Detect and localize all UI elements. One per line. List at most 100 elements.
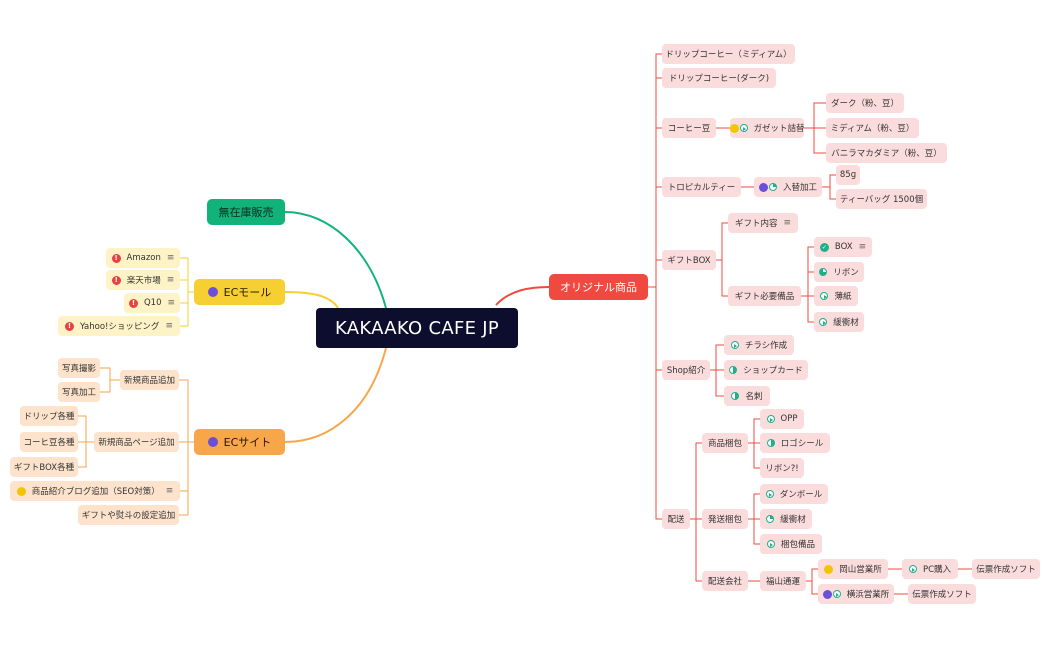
item-label: 緩衝材 xyxy=(833,318,859,328)
item-label: ダンボール xyxy=(779,490,823,500)
gift-box[interactable]: ギフトBOX xyxy=(662,250,716,270)
item-label: ドリップコーヒー(ダーク) xyxy=(668,74,770,84)
ecsite-drip[interactable]: ドリップ各種 xyxy=(20,406,78,426)
topic-label: オリジナル商品 xyxy=(560,281,637,294)
ecsite-photo-edit[interactable]: 写真加工 xyxy=(58,382,100,402)
notes-icon: ≡ xyxy=(166,252,175,263)
gift-supplies[interactable]: ギフト必要備品 xyxy=(728,286,801,306)
item-label: 商品紹介ブログ追加（SEO対策） xyxy=(31,487,160,497)
ecsite-photo-shoot[interactable]: 写真撮影 xyxy=(58,358,100,378)
ecmall-item-rakuten[interactable]: ! 楽天市場 ≡ xyxy=(106,270,180,290)
topic-muzaiko[interactable]: 無在庫販売 xyxy=(207,199,285,225)
ecmall-item-amazon[interactable]: ! Amazon ≡ xyxy=(106,248,180,268)
play-icon xyxy=(765,490,774,498)
ecsite-new-page[interactable]: 新規商品ページ追加 xyxy=(94,432,179,452)
pc-purchase[interactable]: PC購入 xyxy=(902,559,958,579)
item-label: ギフト内容 xyxy=(734,219,778,229)
shipping[interactable]: 配送 xyxy=(662,509,690,529)
shop-intro[interactable]: Shop紹介 xyxy=(662,360,710,380)
play-icon xyxy=(766,415,775,423)
gift-supply-box[interactable]: ✓ BOX ≡ xyxy=(814,237,872,257)
packaging-logo-seal[interactable]: ロゴシール xyxy=(760,433,830,453)
item-label: 岡山営業所 xyxy=(839,565,882,575)
ship-cushion[interactable]: 緩衝材 xyxy=(760,509,812,529)
yokohama-office[interactable]: 横浜営業所 xyxy=(818,584,894,604)
topic-ecsite[interactable]: ECサイト xyxy=(194,429,285,455)
gift-supply-cushion[interactable]: 緩衝材 xyxy=(814,312,864,332)
gift-supply-paper[interactable]: 薄紙 xyxy=(814,286,858,306)
ship-cardboard[interactable]: ダンボール xyxy=(760,484,828,504)
drip-dark[interactable]: ドリップコーヒー(ダーク) xyxy=(662,68,776,88)
gusset-medium[interactable]: ミディアム（粉、豆） xyxy=(826,118,919,138)
refill-85g[interactable]: 85g xyxy=(836,165,860,185)
item-label: ミディアム（粉、豆） xyxy=(830,124,915,134)
purple-dot-icon xyxy=(207,287,218,297)
ecmall-item-q10[interactable]: ! Q10 ≡ xyxy=(124,293,180,313)
item-label: ギフトBOX各種 xyxy=(13,463,75,473)
item-label: ショップカード xyxy=(743,366,803,376)
play-icon xyxy=(819,318,828,326)
item-label: 配送 xyxy=(667,515,685,525)
topic-label: ECモール xyxy=(223,286,272,299)
play-icon xyxy=(730,341,739,349)
notes-icon: ≡ xyxy=(167,297,176,308)
item-label: Q10 xyxy=(143,298,162,308)
item-label: ギフトBOX xyxy=(667,256,711,266)
invoice-software[interactable]: 伝票作成ソフト xyxy=(972,559,1040,579)
item-label: リボン?! xyxy=(765,464,799,474)
topic-original[interactable]: オリジナル商品 xyxy=(549,274,648,300)
invoice-software-2[interactable]: 伝票作成ソフト xyxy=(908,584,976,604)
topic-ecmall[interactable]: ECモール xyxy=(194,279,285,305)
gift-contents[interactable]: ギフト内容 ≡ xyxy=(728,213,798,233)
item-label: ロゴシール xyxy=(780,439,824,449)
ship-packaging[interactable]: 発送梱包 xyxy=(702,509,748,529)
coffee-beans[interactable]: コーヒー豆 xyxy=(662,118,716,138)
packaging-ribbon[interactable]: リボン?! xyxy=(760,458,804,478)
item-label: 横浜営業所 xyxy=(846,590,890,600)
central-topic[interactable]: KAKAAKO CAFE JP xyxy=(316,308,518,348)
product-packaging[interactable]: 商品梱包 xyxy=(702,433,748,453)
notes-icon: ≡ xyxy=(165,485,174,496)
ecsite-gift-setting[interactable]: ギフトや熨斗の設定追加 xyxy=(78,505,179,525)
drip-medium[interactable]: ドリップコーヒー（ミディアム） xyxy=(662,44,795,64)
gusset-vanilla[interactable]: バニラマカダミア（粉、豆） xyxy=(826,143,947,163)
gusset-dark[interactable]: ダーク（粉、豆） xyxy=(826,93,904,113)
item-label: ドリップコーヒー（ミディアム） xyxy=(665,50,792,60)
ecsite-giftbox[interactable]: ギフトBOX各種 xyxy=(10,457,78,477)
topic-label: 無在庫販売 xyxy=(218,206,274,219)
ecsite-beans[interactable]: コーヒ豆各種 xyxy=(20,432,78,452)
item-label: 梱包備品 xyxy=(780,540,815,550)
ship-supplies[interactable]: 梱包備品 xyxy=(760,534,822,554)
item-label: BOX xyxy=(834,242,853,252)
item-label: コーヒ豆各種 xyxy=(23,438,75,448)
carrier[interactable]: 配送会社 xyxy=(702,571,748,591)
topic-label: ECサイト xyxy=(223,436,272,449)
notes-icon: ≡ xyxy=(783,217,792,228)
ecmall-item-yahoo[interactable]: ! Yahoo!ショッピング ≡ xyxy=(58,316,180,336)
okayama-office[interactable]: 岡山営業所 xyxy=(818,559,888,579)
item-label: 緩衝材 xyxy=(780,515,806,525)
shop-meishi[interactable]: 名刺 xyxy=(724,386,770,406)
refill-teabag[interactable]: ティーバッグ 1500個 xyxy=(836,189,927,209)
purple-dot-icon xyxy=(822,589,832,599)
item-label: Yahoo!ショッピング xyxy=(80,322,160,332)
packaging-opp[interactable]: OPP xyxy=(760,409,804,429)
item-label: ギフトや熨斗の設定追加 xyxy=(81,511,176,521)
ecsite-new-product[interactable]: 新規商品追加 xyxy=(120,370,179,390)
item-label: 薄紙 xyxy=(834,292,852,302)
play-icon xyxy=(832,590,841,598)
item-label: チラシ作成 xyxy=(744,341,788,351)
fukuyama-tsuun[interactable]: 福山通運 xyxy=(760,571,806,591)
item-label: 配送会社 xyxy=(708,577,743,587)
shop-card[interactable]: ショップカード xyxy=(724,360,808,380)
gift-supply-ribbon[interactable]: リボン xyxy=(814,262,864,282)
item-label: 新規商品追加 xyxy=(124,376,176,386)
refill-process[interactable]: 入替加工 xyxy=(754,177,822,197)
shop-flyer[interactable]: チラシ作成 xyxy=(724,335,794,355)
tropical-tea[interactable]: トロピカルティー xyxy=(662,177,741,197)
gusset-refill[interactable]: ガゼット詰替 xyxy=(729,118,805,138)
ecsite-blog[interactable]: 商品紹介ブログ追加（SEO対策） ≡ xyxy=(10,481,180,501)
yellow-dot-icon xyxy=(824,564,834,574)
exclamation-icon: ! xyxy=(128,298,138,308)
